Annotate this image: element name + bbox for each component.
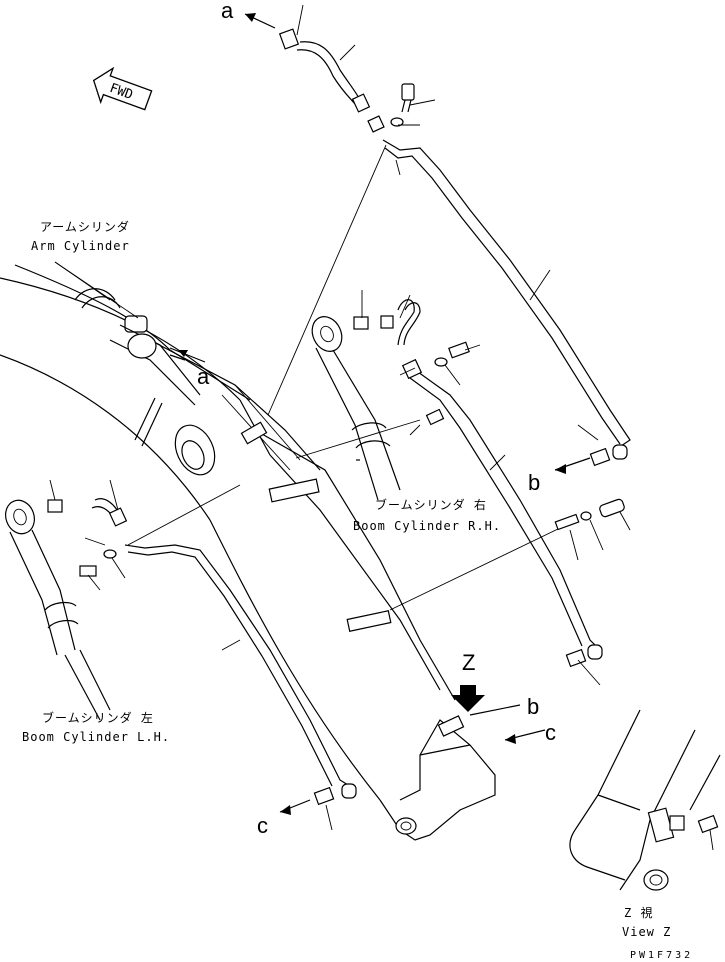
label-a-top: a [221,0,234,23]
view-z-inset [569,709,721,891]
view-z-label-en: View Z [622,925,671,939]
label-c-right: c [545,720,556,745]
fwd-arrow-icon: FWD [92,66,153,111]
arm-cylinder-label-en: Arm Cylinder [31,239,130,253]
z-view-arrow: Z [437,650,485,737]
diagram-labels: a a b b c c アームシリンダ Arm Cylinder ブームシリンダ… [22,0,693,961]
arm-cylinder-label-jp: アームシリンダ [40,219,130,234]
label-z: Z [462,650,475,675]
boom-structure [0,264,496,841]
boom-cylinder-lh-label-jp: ブームシリンダ 左 [42,710,154,725]
label-b-right: b [528,470,540,495]
drawing-code: PW1F732 [630,950,693,961]
label-b-lower: b [527,694,539,719]
hydraulic-piping [47,4,631,831]
label-c-bottom: c [257,813,268,838]
boom-cylinder-rh-label-en: Boom Cylinder R.H. [353,519,501,533]
boom-cylinder-lh-label-en: Boom Cylinder L.H. [22,730,170,744]
boom-cylinder-rh-label-jp: ブームシリンダ 右 [375,497,487,512]
label-a-mid: a [197,364,210,389]
view-z-label-jp: Z 視 [624,905,653,920]
boom-cylinder-lh [5,499,111,721]
boom-cylinder-rh [311,316,401,501]
